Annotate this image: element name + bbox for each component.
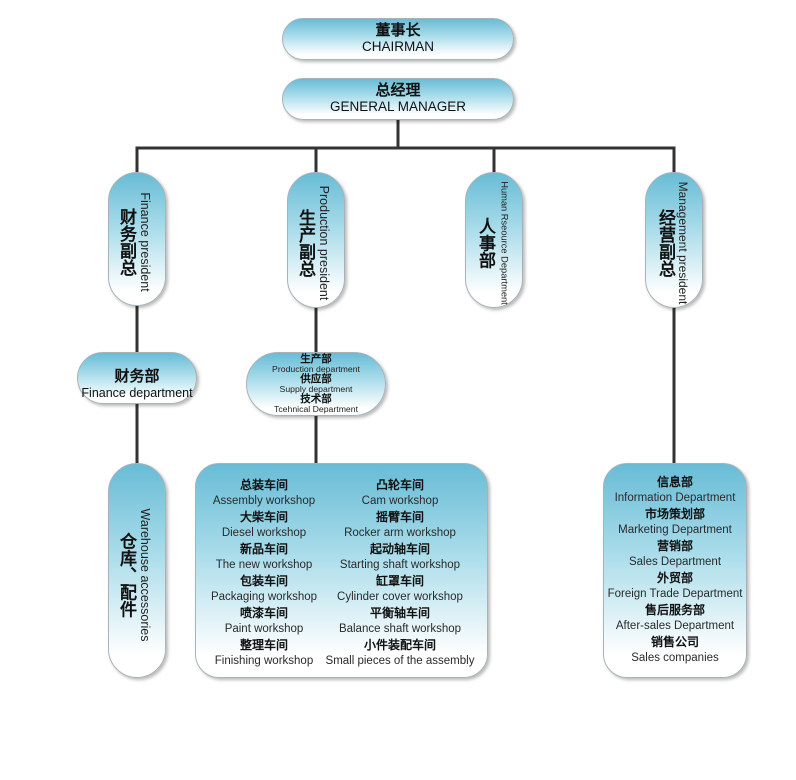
management-unit-1-en: Information Department	[614, 492, 736, 504]
production-group-node: 生产部 Production department 供应部 Supply dep…	[246, 352, 386, 416]
general-manager-node: 总经理 GENERAL MANAGER	[282, 78, 514, 120]
finance-department-node: 财务部 Finance department	[77, 352, 197, 404]
production-president-node: 生产副总 Production president	[287, 172, 345, 308]
management-unit-6-en: Sales companies	[631, 652, 719, 664]
chairman-title-en: CHAIRMAN	[361, 39, 434, 54]
workshop-right-2-en: Rocker arm workshop	[344, 527, 456, 539]
workshop-left-3-zh: 新品车间	[239, 542, 288, 556]
hr-department-en: Human Rseource Department	[499, 180, 510, 305]
workshop-right-1-zh: 凸轮车间	[375, 478, 424, 492]
warehouse-zh: 仓库、配件	[117, 532, 136, 618]
chairman-title-zh: 董事长	[375, 22, 421, 39]
general-manager-title-en: GENERAL MANAGER	[329, 99, 467, 114]
workshop-left-6-zh: 整理车间	[239, 638, 288, 652]
workshops-node: 总装车间 Assembly workshop 大柴车间 Diesel works…	[195, 463, 488, 678]
workshop-left-2-zh: 大柴车间	[239, 510, 288, 524]
management-unit-1-zh: 信息部	[656, 475, 693, 489]
workshop-left-6-en: Finishing workshop	[214, 655, 314, 667]
warehouse-en: Warehouse accessories	[138, 508, 152, 642]
management-president-en: Management president	[676, 181, 690, 305]
workshop-right-1-en: Cam workshop	[361, 495, 439, 507]
finance-president-en: Finance president	[138, 191, 152, 292]
production-department-zh: 生产部	[300, 353, 332, 365]
management-unit-2-en: Marketing Department	[618, 524, 732, 536]
hr-department-node: 人事部 Human Rseource Department	[465, 172, 523, 308]
management-president-zh: 经营副总	[656, 208, 675, 277]
workshop-right-4-zh: 缸罩车间	[375, 574, 424, 588]
workshops-left-column: 总装车间 Assembly workshop 大柴车间 Diesel works…	[199, 477, 329, 669]
workshop-right-2-zh: 摇臂车间	[375, 510, 424, 524]
finance-president-node: 财务副总 Finance president	[108, 172, 166, 306]
production-president-en: Production president	[317, 185, 331, 300]
workshop-right-5-en: Balance shaft workshop	[338, 623, 462, 635]
workshop-left-1-en: Assembly workshop	[212, 495, 316, 507]
technical-department-en: Tcehnical Department	[273, 404, 359, 414]
management-unit-3-zh: 营销部	[656, 539, 693, 553]
workshop-right-3-zh: 起动轴车间	[369, 542, 430, 556]
workshop-left-1-zh: 总装车间	[239, 478, 288, 492]
finance-department-en: Finance department	[81, 386, 193, 400]
workshop-left-5-zh: 喷漆车间	[239, 606, 288, 620]
management-unit-5-zh: 售后服务部	[644, 603, 705, 617]
supply-department-zh: 供应部	[300, 373, 332, 385]
management-unit-3-en: Sales Department	[628, 556, 722, 568]
management-unit-4-zh: 外贸部	[656, 571, 693, 585]
workshops-right-column: 凸轮车间 Cam workshop 摇臂车间 Rocker arm worksh…	[320, 477, 480, 669]
workshop-left-4-en: Packaging workshop	[210, 591, 318, 603]
management-unit-5-en: After-sales Department	[615, 620, 735, 632]
supply-department-en: Supply department	[279, 384, 353, 394]
management-units-list: 信息部 Information Department 市场策划部 Marketi…	[604, 474, 746, 666]
management-unit-2-zh: 市场策划部	[644, 507, 705, 521]
workshop-right-6-zh: 小件装配车间	[363, 638, 436, 652]
workshop-right-4-en: Cylinder cover workshop	[337, 591, 463, 603]
warehouse-node: 仓库、配件 Warehouse accessories	[108, 463, 166, 678]
production-department-en: Production department	[272, 364, 360, 374]
technical-department-zh: 技术部	[300, 393, 332, 405]
production-president-zh: 生产副总	[296, 208, 315, 277]
finance-department-zh: 财务部	[114, 368, 160, 385]
hr-department-zh: 人事部	[476, 217, 495, 269]
finance-president-zh: 财务副总	[117, 207, 136, 276]
chairman-node: 董事长 CHAIRMAN	[282, 18, 514, 60]
workshop-left-5-en: Paint workshop	[224, 623, 304, 635]
general-manager-title-zh: 总经理	[375, 82, 421, 99]
workshop-right-5-zh: 平衡轴车间	[369, 606, 430, 620]
workshop-left-3-en: The new workshop	[215, 559, 313, 571]
workshop-right-3-en: Starting shaft workshop	[339, 559, 461, 571]
management-unit-6-zh: 销售公司	[650, 635, 699, 649]
workshop-left-2-en: Diesel workshop	[221, 527, 307, 539]
workshop-left-4-zh: 包装车间	[239, 574, 288, 588]
management-president-node: 经营副总 Management president	[645, 172, 703, 308]
workshop-right-6-en: Small pieces of the assembly	[325, 655, 475, 667]
management-unit-4-en: Foreign Trade Department	[607, 588, 743, 600]
management-units-node: 信息部 Information Department 市场策划部 Marketi…	[603, 463, 747, 678]
